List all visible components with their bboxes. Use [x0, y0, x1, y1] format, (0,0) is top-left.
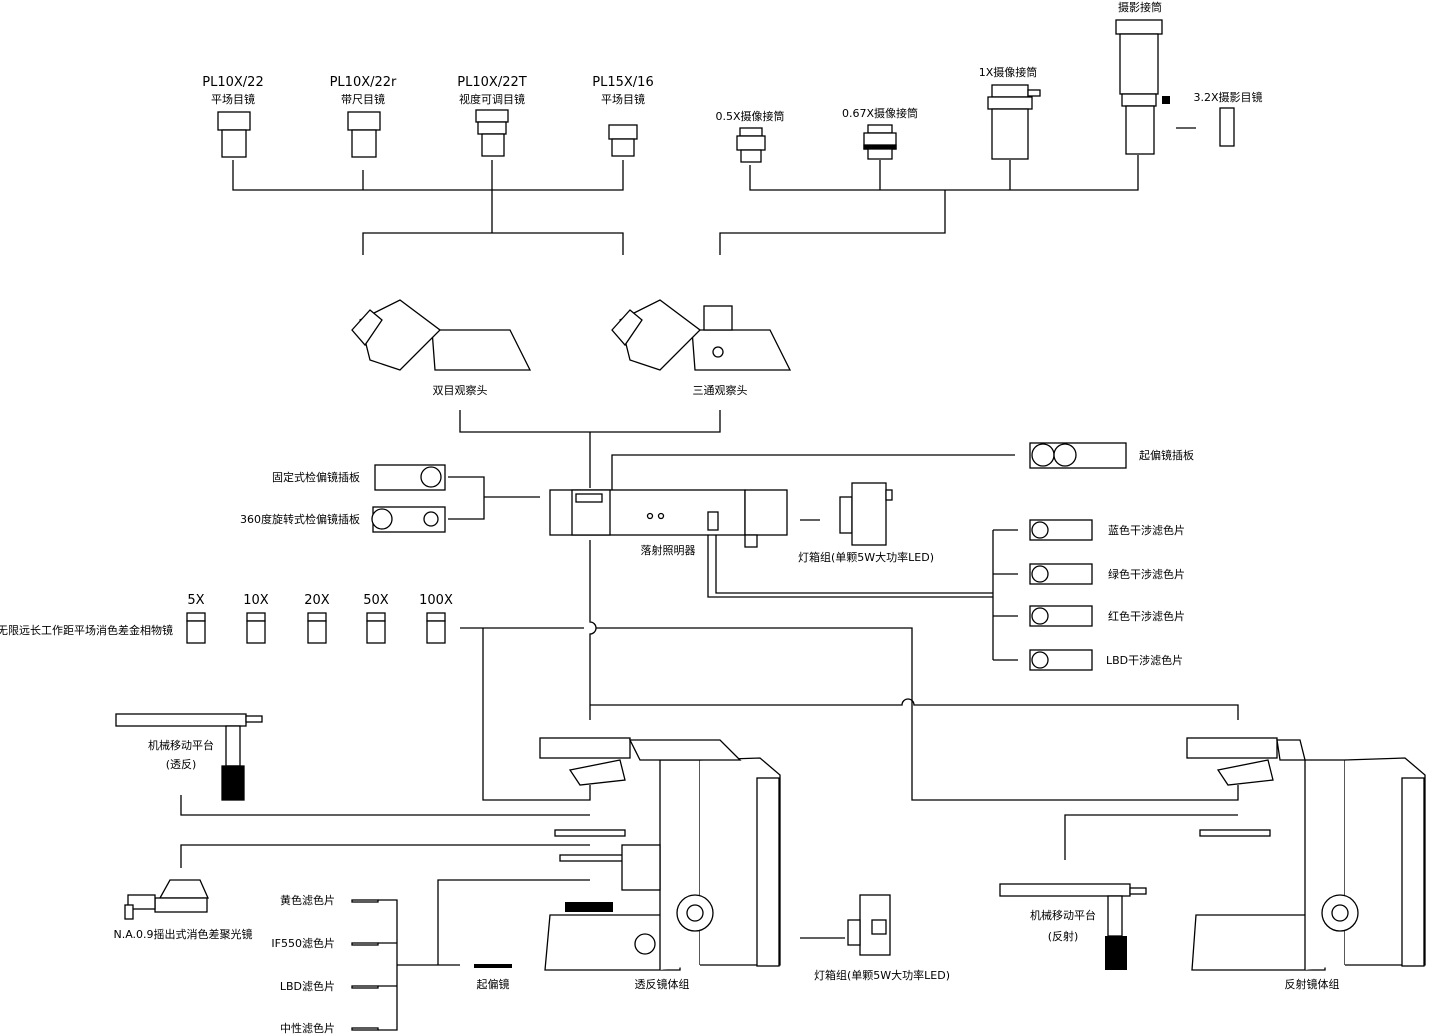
- photo-tube-label: 摄影接筒: [1118, 0, 1162, 14]
- eyepiece-model-label: PL15X/16: [592, 75, 653, 90]
- stage-transmitted-sub-label: (透反): [166, 758, 197, 771]
- transmitted-reflected-body[interactable]: [539, 737, 781, 971]
- photo-eyepiece-label: 3.2X摄影目镜: [1193, 90, 1262, 104]
- interference-filter-sliders[interactable]: [1029, 519, 1093, 671]
- interference-filter-label: 红色干涉滤色片: [1108, 609, 1185, 623]
- camera-adapter-1x[interactable]: [987, 84, 1041, 160]
- photo-eyepiece[interactable]: [1219, 107, 1235, 147]
- objective-mag-label: 10X: [243, 593, 269, 608]
- polarizer-slider[interactable]: [1029, 442, 1127, 469]
- eyepiece-model-label: PL10X/22T: [457, 75, 526, 90]
- mechanical-stage-transmitted[interactable]: [115, 713, 263, 801]
- eyepiece-pl10x22r[interactable]: [347, 111, 381, 158]
- polarizer-slider-label: 起偏镜插板: [1139, 448, 1194, 462]
- mechanical-stage-reflected[interactable]: [999, 883, 1147, 970]
- objective-mag-label: 100X: [419, 593, 453, 608]
- interference-filter-label: 绿色干涉滤色片: [1108, 567, 1185, 581]
- interference-filter-label: 蓝色干涉滤色片: [1108, 523, 1185, 537]
- photo-tube[interactable]: [1115, 19, 1170, 155]
- binocular-head[interactable]: [351, 299, 532, 371]
- transmitted-body-label: 透反镜体组: [635, 977, 690, 991]
- eyepiece-name-label: 视度可调目镜: [459, 92, 525, 106]
- eyepiece-pl10x22t[interactable]: [475, 109, 509, 157]
- analyzer-fixed-slider[interactable]: [374, 464, 446, 491]
- epi-illuminator[interactable]: [549, 489, 788, 548]
- camera-adapter-067x-label: 0.67X摄像接筒: [842, 106, 918, 120]
- analyzer-fixed-label: 固定式检偏镜插板: [272, 470, 360, 484]
- color-filters[interactable]: [351, 899, 379, 1031]
- analyzer-rotating-label: 360度旋转式检偏镜插板: [240, 512, 360, 526]
- objectives-label: 无限远长工作距平场消色差金相物镜: [0, 623, 173, 637]
- stage-reflected-sub-label: (反射): [1048, 929, 1079, 943]
- analyzer-rotating-slider[interactable]: [371, 506, 446, 533]
- stage-transmitted-label: 机械移动平台: [148, 738, 214, 752]
- eyepiece-model-label: PL10X/22r: [330, 75, 397, 90]
- condenser[interactable]: [124, 879, 210, 920]
- eyepiece-name-label: 平场目镜: [211, 92, 255, 106]
- filter-label: IF550滤色片: [271, 936, 335, 950]
- eyepiece-model-label: PL10X/22: [202, 75, 263, 90]
- eyepiece-name-label: 平场目镜: [601, 92, 645, 106]
- connector-lines: [180, 127, 1239, 1031]
- interference-filter-label: LBD干涉滤色片: [1106, 653, 1183, 667]
- trinocular-head[interactable]: [611, 299, 792, 371]
- reflected-body-label: 反射镜体组: [1285, 977, 1340, 991]
- stage-reflected-label: 机械移动平台: [1030, 908, 1096, 922]
- eyepiece-pl15x16[interactable]: [608, 124, 638, 157]
- camera-adapter-05x[interactable]: [736, 127, 766, 163]
- transmitted-lamp-housing[interactable]: [847, 894, 891, 956]
- epi-lamp-label: 灯箱组(单颗5W大功率LED): [798, 550, 934, 564]
- binocular-head-label: 双目观察头: [433, 383, 488, 397]
- camera-adapter-067x[interactable]: [863, 124, 897, 160]
- epi-lamp-housing[interactable]: [839, 482, 893, 546]
- objective-mag-label: 50X: [363, 593, 389, 608]
- objectives[interactable]: [186, 612, 446, 644]
- objective-mag-label: 20X: [304, 593, 330, 608]
- transmitted-lamp-label: 灯箱组(单颗5W大功率LED): [814, 968, 950, 982]
- filter-label: 黄色滤色片: [280, 893, 335, 907]
- epi-illuminator-label: 落射照明器: [641, 543, 696, 557]
- trinocular-head-label: 三通观察头: [693, 383, 748, 397]
- condenser-label: N.A.0.9摇出式消色差聚光镜: [113, 927, 252, 941]
- camera-adapter-1x-label: 1X摄像接筒: [979, 65, 1038, 79]
- filter-label: LBD滤色片: [280, 979, 335, 993]
- eyepiece-name-label: 带尺目镜: [341, 92, 385, 106]
- filter-label: 中性滤色片: [280, 1021, 335, 1035]
- camera-adapter-05x-label: 0.5X摄像接筒: [715, 109, 784, 123]
- polarizer[interactable]: [474, 964, 512, 968]
- reflected-body[interactable]: [1186, 737, 1426, 971]
- objective-mag-label: 5X: [187, 593, 204, 608]
- polarizer-label: 起偏镜: [477, 977, 510, 991]
- eyepiece-pl10x22[interactable]: [217, 111, 251, 158]
